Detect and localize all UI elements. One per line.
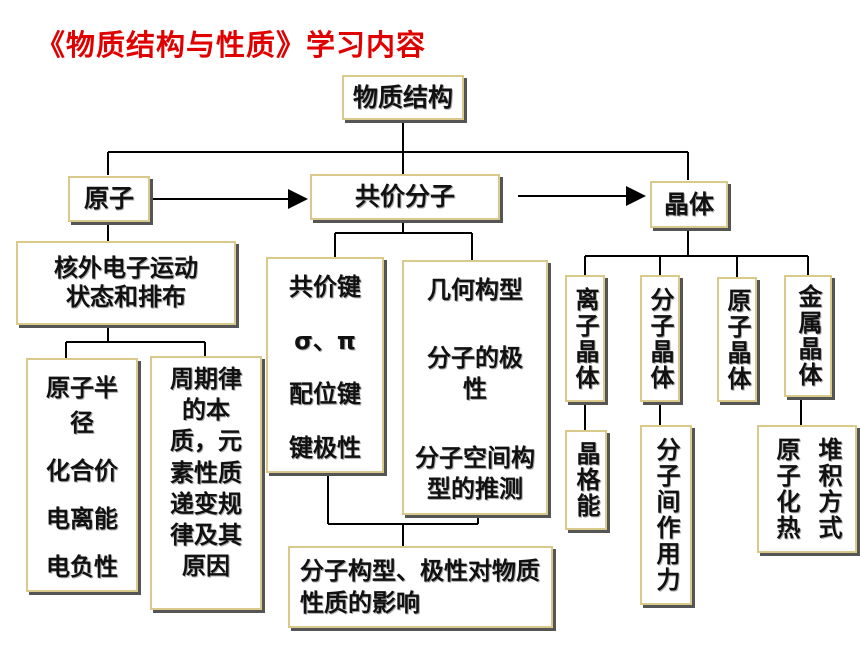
crystal-node: 晶体 <box>650 181 728 228</box>
molecule-label: 共价分子 <box>354 182 455 211</box>
intermolecular-force-node: 分子间作用力 <box>640 425 692 605</box>
crystal-type-molecular: 分子晶体 <box>640 275 680 402</box>
geometry-polarity: 分子的极性 <box>427 343 523 403</box>
bond-sigma-pi: σ、π <box>294 326 356 355</box>
property-valence: 化合价 <box>46 457 118 485</box>
packing-mode-label: 堆积方式 <box>814 437 842 541</box>
crystal-type-atomic: 原子晶体 <box>717 277 757 402</box>
electron-node: 核外电子运动状态和排布 <box>16 241 236 325</box>
bond-coordinate: 配位键 <box>289 380 361 409</box>
atomization-heat-label: 原子化热 <box>772 437 800 541</box>
covalent-bond-node: 共价键 σ、π 配位键 键极性 <box>266 257 384 473</box>
lattice-energy-node: 晶格能 <box>565 430 607 530</box>
atom-node: 原子 <box>68 176 150 222</box>
root-node: 物质结构 <box>342 75 464 120</box>
periodic-law-node: 周期律的本质，元素性质递变规律及其原因 <box>150 356 262 610</box>
bond-polarity: 键极性 <box>289 433 361 462</box>
bond-covalent: 共价键 <box>289 273 361 301</box>
periodic-law-label: 周期律的本质，元素性质递变规律及其原因 <box>170 365 242 581</box>
electron-label: 核外电子运动状态和排布 <box>54 254 198 311</box>
atom-properties-node: 原子半径 化合价 电离能 电负性 <box>26 358 138 592</box>
crystal-type-atomic-label: 原子晶体 <box>723 287 751 392</box>
crystal-type-ionic-label: 离子晶体 <box>571 286 599 391</box>
page-title: 《物质结构与性质》学习内容 <box>36 28 427 62</box>
lattice-energy-label: 晶格能 <box>572 441 600 519</box>
property-ionization-energy: 电离能 <box>46 505 118 533</box>
molecule-node: 共价分子 <box>310 174 500 220</box>
property-radius: 原子半径 <box>46 374 118 437</box>
crystal-label: 晶体 <box>663 189 714 219</box>
atom-label: 原子 <box>83 184 134 213</box>
molecular-geometry-node: 几何构型 分子的极性 分子空间构型的推测 <box>402 260 548 515</box>
root-label: 物质结构 <box>352 82 453 112</box>
property-electronegativity: 电负性 <box>46 553 118 581</box>
structure-effect-label: 分子构型、极性对物质性质的影响 <box>300 556 540 617</box>
intermolecular-force-label: 分子间作用力 <box>652 437 680 593</box>
crystal-type-metallic-label: 金属晶体 <box>794 284 822 388</box>
geometry-shape: 几何构型 <box>427 276 523 304</box>
crystal-type-ionic: 离子晶体 <box>565 275 605 402</box>
metallic-properties-node: 堆积方式 原子化热 <box>757 425 857 553</box>
geometry-prediction: 分子空间构型的推测 <box>415 443 535 503</box>
crystal-type-metallic: 金属晶体 <box>784 275 832 397</box>
crystal-type-molecular-label: 分子晶体 <box>646 286 674 391</box>
structure-effect-node: 分子构型、极性对物质性质的影响 <box>288 546 553 628</box>
